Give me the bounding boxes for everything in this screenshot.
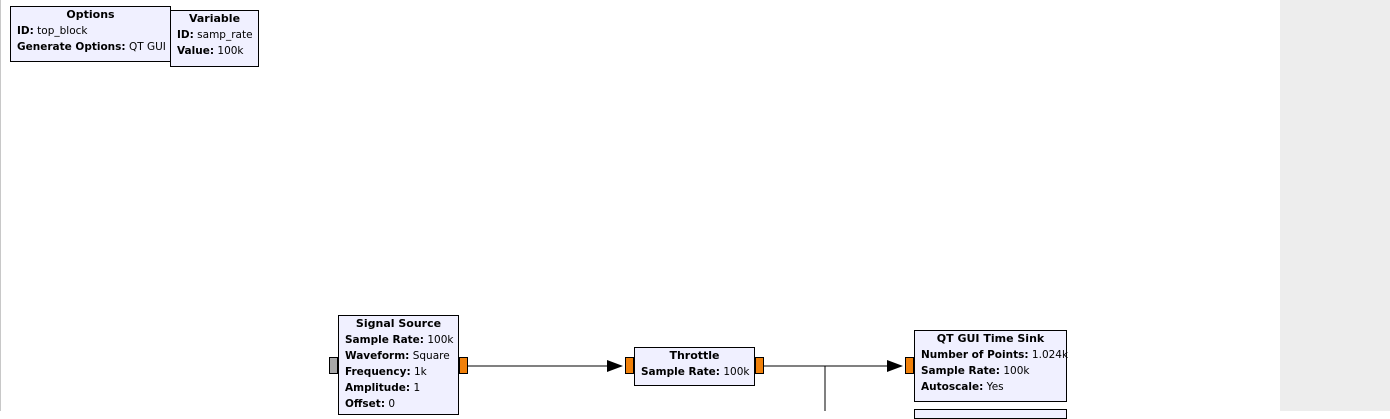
param-row: Offset: 0 [345,398,396,410]
options-block[interactable]: Options ID: top_block Generate Options: … [10,6,171,62]
throttle-input-port[interactable] [625,357,634,374]
connections-layer [468,360,903,411]
param-row: Sample Rate: 100k [641,366,750,378]
param-row: Sample Rate: 100k [921,365,1030,377]
side-panel [1280,0,1390,411]
connection-source-to-throttle[interactable] [468,360,623,372]
block-title: Variable [188,12,241,25]
param-row: Number of Points: 1.024k [921,349,1069,361]
param-row: Frequency: 1k [345,366,427,378]
block-title: Options [66,8,115,21]
param-row: Value: 100k [177,45,244,57]
param-row: Waveform: Square [345,350,450,362]
param-row: Amplitude: 1 [345,382,421,394]
param-row: ID: top_block [17,25,88,37]
throttle-block[interactable]: Throttle Sample Rate: 100k [634,347,755,386]
time-sink-block[interactable]: QT GUI Time Sink Number of Points: 1.024… [914,330,1069,402]
throttle-output-port[interactable] [755,357,764,374]
param-row: ID: samp_rate [177,29,253,41]
signal-source-output-port[interactable] [459,357,468,374]
signal-source-input-port[interactable] [329,357,338,374]
time-sink-input-port[interactable] [905,357,914,374]
block-title: Signal Source [355,317,442,330]
param-row: Autoscale: Yes [921,381,1004,393]
block-title: QT GUI Time Sink [936,332,1045,345]
block-title: Throttle [669,349,720,362]
param-row: Sample Rate: 100k [345,334,454,346]
connection-throttle-to-sink[interactable] [764,360,903,372]
flowgraph-canvas[interactable]: Options ID: top_block Generate Options: … [0,0,1280,419]
variable-block[interactable]: Variable ID: samp_rate Value: 100k [170,10,259,67]
param-row: Generate Options: QT GUI [17,41,166,53]
signal-source-block[interactable]: Signal Source Sample Rate: 100k Waveform… [338,315,459,415]
